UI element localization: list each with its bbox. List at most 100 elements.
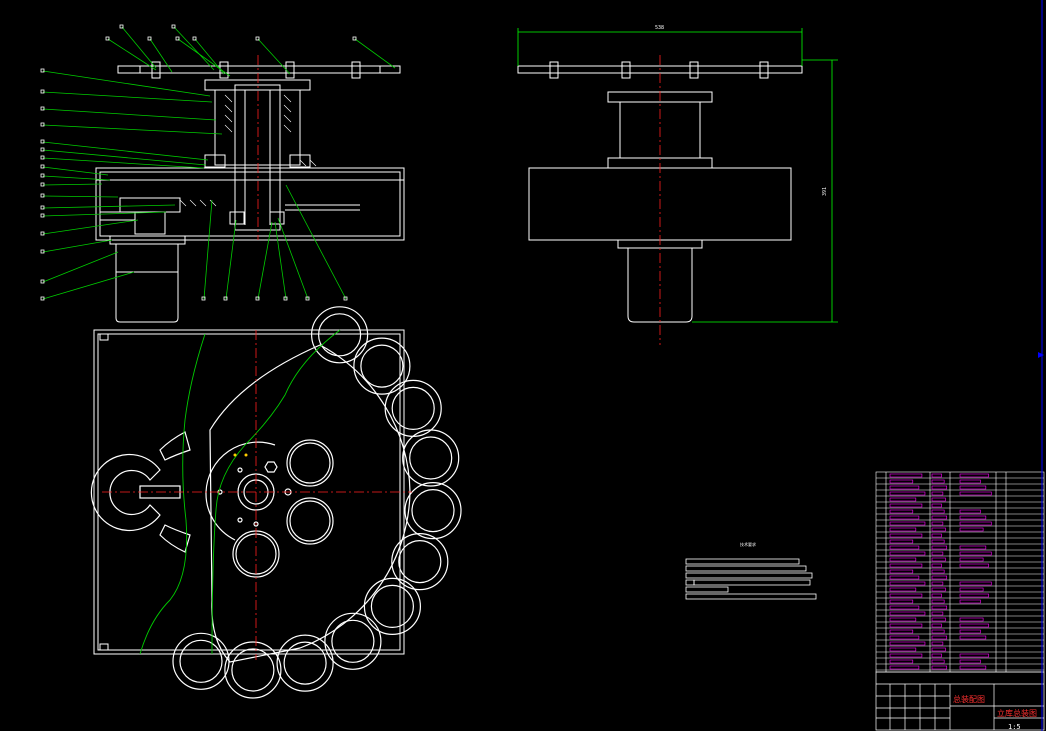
- parts-entry-mark: [931, 587, 946, 592]
- parts-entry-mark: [889, 617, 917, 622]
- parts-entry-mark: [959, 509, 981, 514]
- parts-entry-mark: [931, 563, 942, 568]
- wheel-slot-outer: [391, 532, 449, 591]
- parts-entry-mark: [931, 515, 948, 520]
- wheel-slot-outer: [402, 429, 460, 487]
- parts-entry-mark: [889, 629, 914, 634]
- parts-entry-mark: [959, 491, 992, 496]
- parts-entry-mark: [889, 605, 920, 610]
- parts-entry-mark: [889, 659, 914, 664]
- parts-entry-mark: [959, 665, 987, 670]
- wheel-slot-outer: [224, 641, 282, 699]
- parts-entry-mark: [931, 617, 946, 622]
- parts-entry-mark: [931, 557, 946, 562]
- notes-title: 技术要求: [740, 541, 756, 547]
- wheel-slot-inner: [283, 641, 327, 685]
- parts-entry-mark: [889, 593, 923, 598]
- parts-entry-mark: [959, 599, 981, 604]
- parts-entry-mark: [931, 551, 944, 556]
- wheel-slots: [172, 306, 462, 699]
- parts-entry-mark: [931, 623, 942, 628]
- parts-entry-mark: [931, 581, 944, 586]
- star-wheel: [209, 344, 411, 663]
- parts-entry-mark: [931, 605, 948, 610]
- parts-entry-mark: [931, 593, 942, 598]
- parts-entry-mark: [889, 473, 923, 478]
- parts-entry-mark: [931, 545, 948, 550]
- plan-marks: [233, 453, 248, 457]
- height-dimension: 391: [822, 187, 828, 196]
- parts-entry-mark: [889, 521, 926, 526]
- parts-entry-mark: [889, 647, 917, 652]
- wheel-slot-inner: [331, 619, 375, 663]
- parts-entry-mark: [889, 479, 914, 484]
- product-name: 立库总装图: [997, 708, 1037, 718]
- parts-entry-mark: [959, 617, 984, 622]
- parts-entry-mark: [889, 563, 923, 568]
- parts-entry-mark: [931, 509, 945, 514]
- parts-list: [875, 471, 1045, 673]
- wheel-slot-outer: [276, 634, 334, 692]
- parts-entry-mark: [889, 665, 920, 670]
- parts-entry-mark: [931, 497, 946, 502]
- parts-entry-mark: [931, 539, 945, 544]
- parts-entry-mark: [889, 485, 920, 490]
- width-dimension: 538: [655, 25, 664, 31]
- break-lines: [139, 329, 341, 655]
- wheel-slot-inner: [370, 584, 414, 629]
- side-dimensions: [517, 28, 838, 323]
- parts-entry-mark: [889, 515, 920, 520]
- parts-entry-mark: [889, 509, 914, 514]
- parts-entry-mark: [931, 521, 944, 526]
- parts-entry-mark: [931, 629, 945, 634]
- parts-entry-mark: [931, 527, 946, 532]
- parts-entry-mark: [889, 569, 914, 574]
- parts-entry-mark: [931, 599, 945, 604]
- wheel-slot-outer: [363, 577, 421, 636]
- parts-entry-mark: [931, 659, 945, 664]
- parts-entry-mark: [889, 623, 923, 628]
- parts-entry-mark: [959, 581, 992, 586]
- scale: 1:5: [1008, 723, 1021, 731]
- parts-entry-mark: [889, 641, 926, 646]
- parts-entry-mark: [959, 557, 984, 562]
- drawing-name: 总装配图: [953, 694, 985, 704]
- section-hatch: [179, 94, 317, 207]
- parts-entry-mark: [931, 653, 942, 658]
- parts-entry-mark: [931, 575, 948, 580]
- front-section-view: [95, 61, 405, 323]
- parts-entry-mark: [931, 635, 948, 640]
- parts-entry-mark: [931, 533, 942, 538]
- parts-entry-mark: [959, 659, 981, 664]
- parts-entry-mark: [931, 491, 944, 496]
- parts-entry-mark: [889, 581, 926, 586]
- plan-centerlines: [102, 330, 412, 660]
- parts-entry-mark: [959, 515, 987, 520]
- parts-entry-mark: [889, 575, 920, 580]
- wheel-slot-outer: [324, 612, 382, 670]
- parts-entry-mark: [931, 641, 944, 646]
- parts-entry-mark: [889, 503, 923, 508]
- balloon-marks: [40, 24, 357, 301]
- parts-entry-mark: [889, 533, 923, 538]
- sheet-marker: [1038, 352, 1044, 358]
- parts-entry-mark: [959, 473, 989, 478]
- parts-entry-mark: [889, 545, 920, 550]
- parts-entry-mark: [959, 629, 981, 634]
- parts-entry-mark: [959, 479, 981, 484]
- parts-entry-mark: [889, 551, 926, 556]
- parts-entry-mark: [889, 587, 917, 592]
- wheel-slot-inner: [179, 639, 223, 683]
- parts-entry-mark: [959, 563, 989, 568]
- parts-entry-mark: [959, 521, 992, 526]
- parts-entry-mark: [959, 587, 984, 592]
- parts-entry-mark: [931, 473, 942, 478]
- parts-entry-mark: [889, 539, 914, 544]
- parts-entry-mark: [959, 593, 989, 598]
- parts-entry-mark: [959, 551, 992, 556]
- wheel-slot-inner: [391, 386, 435, 430]
- parts-entry-mark: [889, 599, 914, 604]
- parts-entry-mark: [959, 623, 989, 628]
- parts-entry-mark: [959, 635, 987, 640]
